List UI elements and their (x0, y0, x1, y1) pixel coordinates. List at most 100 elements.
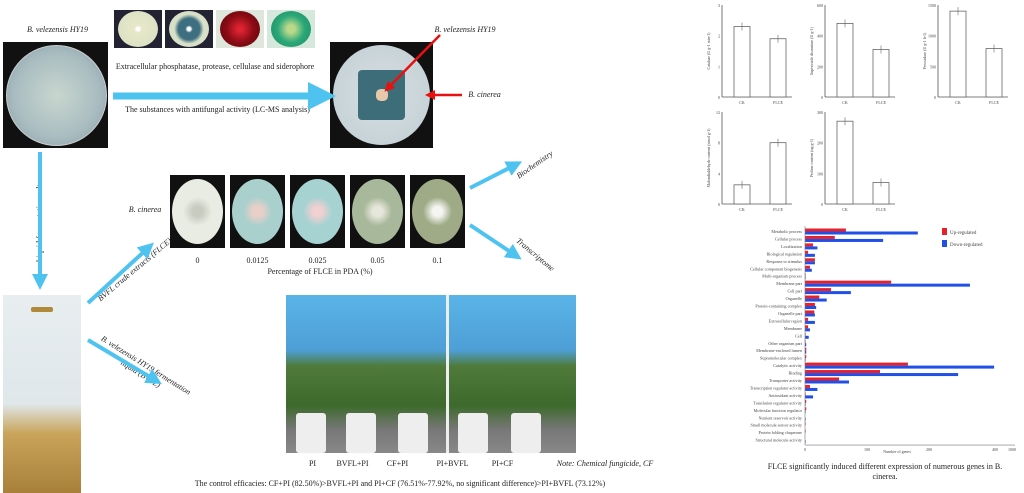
up-bar (805, 258, 815, 262)
down-bar (805, 268, 812, 272)
y-tick-label: 0 (821, 95, 823, 100)
down-bar (805, 283, 970, 287)
concentration-label: 0 (195, 256, 200, 265)
category-label: FLCE (989, 100, 999, 105)
up-bar (805, 347, 807, 351)
y-tick-label: 0 (718, 202, 720, 207)
down-bar (805, 350, 807, 354)
go-term-label: Membrane-enclosed lumen (756, 348, 803, 353)
go-term-label: Extracellular region (769, 318, 803, 323)
down-bar (805, 298, 827, 302)
category-label: CK (739, 207, 745, 212)
down-bar (805, 276, 806, 280)
go-term-label: Metabolic process (771, 229, 802, 234)
up-bar (805, 228, 846, 232)
up-bar (805, 250, 809, 254)
go-term-label: Transporter activity (769, 378, 803, 383)
bar (872, 49, 890, 98)
assay-plate-photo (170, 175, 225, 248)
down-bar (805, 358, 806, 362)
y-tick-label: 1500 (928, 3, 936, 8)
up-bar (805, 429, 806, 433)
category-label: CK (842, 207, 848, 212)
x-axis-title: Number of genes (883, 449, 911, 454)
pot-trial-photo (286, 295, 576, 453)
up-bar (805, 317, 809, 321)
transcriptome-caption: FLCE significantly induced different exp… (767, 462, 1003, 481)
bar (836, 22, 854, 98)
up-bar (805, 355, 807, 359)
y-tick-label: 300 (817, 110, 823, 115)
arrow-to-transcriptome (468, 223, 522, 260)
down-bar (805, 440, 806, 444)
up-bar (805, 310, 815, 314)
up-bar (805, 362, 908, 366)
y-tick-label: 600 (817, 3, 823, 8)
pot-trial-summary: The control efficacies: CF+PI (82.50%)>B… (194, 479, 606, 488)
down-bar (805, 395, 814, 399)
bar (985, 48, 1003, 98)
go-term-label: Organelle (786, 296, 803, 301)
go-term-label: Organelle part (778, 311, 803, 316)
go-term-label: Protein folding chaperone (759, 430, 803, 435)
go-term-label: Protein-containing complex (755, 304, 803, 309)
bar (733, 26, 751, 98)
category-label: FLCE (773, 100, 783, 105)
y-axis-title: Catalase (U g-1 min-1) (706, 32, 711, 70)
down-bar (805, 373, 959, 377)
up-bar (805, 399, 807, 403)
y-tick-label: 200 (817, 141, 823, 146)
go-term-label: Molecular function regulator (754, 408, 803, 413)
down-bar (805, 410, 806, 414)
go-term-label: Nutrient reservoir activity (759, 415, 803, 420)
legend-label: Up-regulated (950, 231, 977, 236)
x-tick-label: 1000 (1008, 447, 1016, 452)
y-axis-title: Peroxidase (U g-1 h-1) (922, 32, 927, 69)
down-bar (805, 387, 818, 391)
x-tick-label: 0 (804, 447, 806, 452)
protease-plate-photo (165, 10, 213, 48)
confrontation-bacterium-label: B. velezensis HY19 (434, 25, 496, 34)
down-bar (805, 343, 807, 347)
treatment-label: BVFL+PI (336, 459, 369, 468)
go-term-label: Small molecule sensor activity (750, 423, 802, 428)
up-bar (805, 332, 806, 336)
down-bar (805, 231, 918, 235)
strain-plate-photo (3, 42, 108, 148)
go-term-label: Membrane (784, 326, 802, 331)
go-term-label: Cellular process (775, 236, 802, 241)
treatment-label: PI+CF (491, 459, 514, 468)
up-bar (805, 340, 806, 344)
legend-swatch (942, 228, 947, 235)
go-term-label: Binding (789, 371, 803, 376)
up-bar (805, 370, 881, 374)
y-axis-title: Proline content (ug g-1) (809, 138, 814, 177)
concentration-label: 0.05 (370, 256, 385, 265)
y-tick-label: 0 (934, 95, 936, 100)
down-bar (805, 335, 809, 339)
up-bar (805, 265, 810, 269)
treatment-label: PI+BVFL (436, 459, 469, 468)
up-bar (805, 384, 810, 388)
down-bar (805, 320, 815, 324)
y-tick-label: 200 (817, 64, 823, 69)
arrow-to-biochemistry (469, 161, 523, 190)
fermentation-flask-photo (3, 295, 81, 493)
go-term-label: Biological regulation (767, 251, 803, 256)
go-term-label: Structural molecule activity (755, 438, 802, 443)
legend-label: Down-regulated (950, 243, 983, 248)
go-term-label: Other organism part (768, 341, 802, 346)
y-axis-title: Malondialdehyde content (nmol g-1) (706, 128, 711, 188)
category-label: FLCE (876, 207, 886, 212)
y-tick-label: 8 (718, 141, 720, 146)
y-tick-label: 0 (718, 95, 720, 100)
category-label: CK (842, 100, 848, 105)
go-term-label: Membrane part (776, 281, 803, 286)
pointer-bacterium (384, 34, 441, 92)
siderophore-plate-photo (267, 10, 315, 48)
pot-trial-note: Note: Chemical fungicide, CF (556, 459, 654, 468)
up-bar (805, 273, 806, 277)
cellulase-plate-photo (216, 10, 264, 48)
